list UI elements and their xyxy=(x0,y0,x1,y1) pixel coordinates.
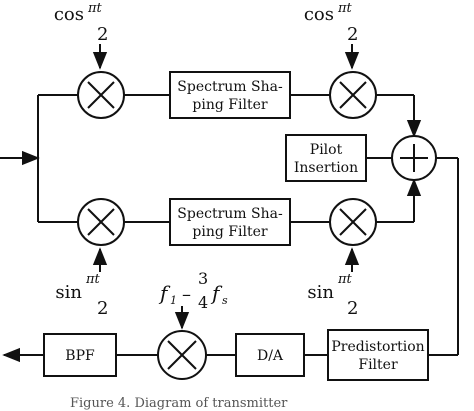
lo-top-right-num: πt xyxy=(337,1,353,16)
predistortion-line2: Filter xyxy=(358,357,398,373)
lo-bottom-left-num: πt xyxy=(85,272,101,287)
pilot-insertion-block xyxy=(285,134,367,182)
spectrum-shaping-filter-bottom xyxy=(169,198,291,246)
predistortion-filter-block xyxy=(327,329,429,381)
figure-caption: Figure 4. Diagram of transmitter xyxy=(70,396,288,411)
mixer-icon xyxy=(329,71,377,119)
lo-bottom-right-num: πt xyxy=(337,272,353,287)
dac-label: D/A xyxy=(257,348,284,364)
signal-wires xyxy=(0,44,459,363)
pilot-line2: Insertion xyxy=(294,160,358,176)
bpf-block xyxy=(43,333,117,377)
lo-bottom-left-den: 2 xyxy=(97,298,108,319)
predistortion-line1: Predistortion xyxy=(331,339,424,355)
lo-output-frac-num: 3 xyxy=(198,269,208,288)
lo-top-left-num: πt xyxy=(87,1,103,16)
lo-top-left-cos: cos xyxy=(54,4,84,25)
mixer-icon xyxy=(157,330,207,380)
ssf-bottom-line2: ping Filter xyxy=(192,224,267,240)
dac-block xyxy=(235,333,305,377)
pilot-line1: Pilot xyxy=(310,142,343,158)
mixer-icon xyxy=(77,71,125,119)
spectrum-shaping-filter-top xyxy=(169,71,291,119)
mixer-icon xyxy=(329,198,377,246)
lo-bottom-right-sin: sin xyxy=(307,282,334,303)
ssf-top-line1: Spectrum Sha- xyxy=(177,79,283,95)
lo-output-fs-sub: s xyxy=(222,294,228,307)
lo-output-f1-sub: 1 xyxy=(170,294,177,307)
lo-top-left-den: 2 xyxy=(97,24,108,45)
lo-top-right-cos: cos xyxy=(304,4,334,25)
lo-output-minus: – xyxy=(182,284,191,305)
lo-top-right-den: 2 xyxy=(347,24,358,45)
ssf-top-line2: ping Filter xyxy=(192,97,267,113)
lo-bottom-left-sin: sin xyxy=(55,282,82,303)
lo-bottom-right-den: 2 xyxy=(347,298,358,319)
ssf-bottom-line1: Spectrum Sha- xyxy=(177,206,283,222)
lo-output-frac-den: 4 xyxy=(198,293,208,312)
mixer-icon xyxy=(77,198,125,246)
summer-plus-icon xyxy=(391,135,437,181)
bpf-label: BPF xyxy=(65,348,95,364)
